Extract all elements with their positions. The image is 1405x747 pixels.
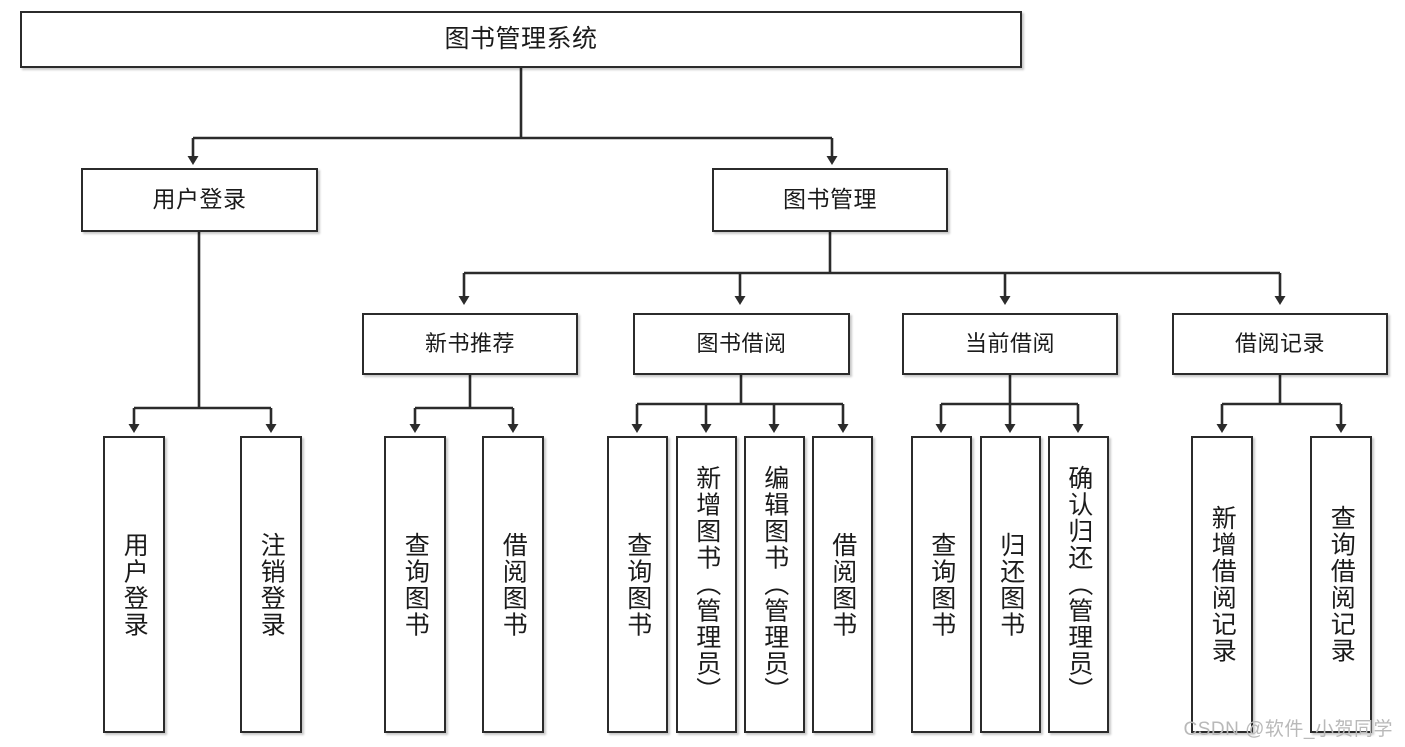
leaf-add-borrow-record[interactable]: 新增借阅记录	[1191, 436, 1253, 733]
node-label: 查询借阅记录	[1327, 505, 1356, 664]
node-label: 用户登录	[120, 531, 149, 638]
leaf-return-book[interactable]: 归还图书	[980, 436, 1041, 733]
node-label: 图书管理系统	[444, 24, 598, 53]
node-label: 用户登录	[152, 186, 247, 213]
node-borrow-record[interactable]: 借阅记录	[1172, 313, 1388, 375]
leaf-user-logout[interactable]: 注销登录	[240, 436, 302, 733]
leaf-borrow-book[interactable]: 借阅图书	[812, 436, 873, 733]
node-label: 查询图书	[927, 531, 956, 638]
node-current-borrow[interactable]: 当前借阅	[902, 313, 1118, 375]
node-label: 编辑图书（管理员）	[760, 465, 789, 704]
node-label: 图书借阅	[696, 331, 787, 357]
node-book-borrow[interactable]: 图书借阅	[633, 313, 850, 375]
leaf-user-login[interactable]: 用户登录	[103, 436, 165, 733]
node-label: 查询图书	[623, 531, 652, 638]
leaf-add-book-admin[interactable]: 新增图书（管理员）	[676, 436, 737, 733]
leaf-query-borrow-record[interactable]: 查询借阅记录	[1310, 436, 1372, 733]
node-label: 新增借阅记录	[1208, 505, 1237, 664]
node-user-login[interactable]: 用户登录	[81, 168, 318, 232]
node-label: 注销登录	[257, 531, 286, 638]
leaf-query-book-recommend[interactable]: 查询图书	[384, 436, 446, 733]
leaf-borrow-book-recommend[interactable]: 借阅图书	[482, 436, 544, 733]
node-label: 查询图书	[401, 531, 430, 638]
node-label: 图书管理	[783, 186, 877, 213]
node-book-management-system[interactable]: 图书管理系统	[20, 11, 1022, 68]
node-label: 当前借阅	[964, 331, 1055, 357]
node-new-book-recommend[interactable]: 新书推荐	[362, 313, 578, 375]
node-label: 新增图书（管理员）	[692, 465, 721, 704]
node-label: 借阅图书	[828, 531, 857, 638]
leaf-confirm-return-admin[interactable]: 确认归还（管理员）	[1048, 436, 1109, 733]
leaf-query-book-borrow[interactable]: 查询图书	[607, 436, 668, 733]
node-label: 新书推荐	[424, 331, 515, 357]
node-book-management[interactable]: 图书管理	[712, 168, 948, 232]
node-label: 借阅记录	[1234, 331, 1325, 357]
leaf-edit-book-admin[interactable]: 编辑图书（管理员）	[744, 436, 805, 733]
node-label: 确认归还（管理员）	[1064, 465, 1093, 704]
node-label: 借阅图书	[499, 531, 528, 638]
node-label: 归还图书	[996, 531, 1025, 638]
leaf-query-book-current[interactable]: 查询图书	[911, 436, 972, 733]
